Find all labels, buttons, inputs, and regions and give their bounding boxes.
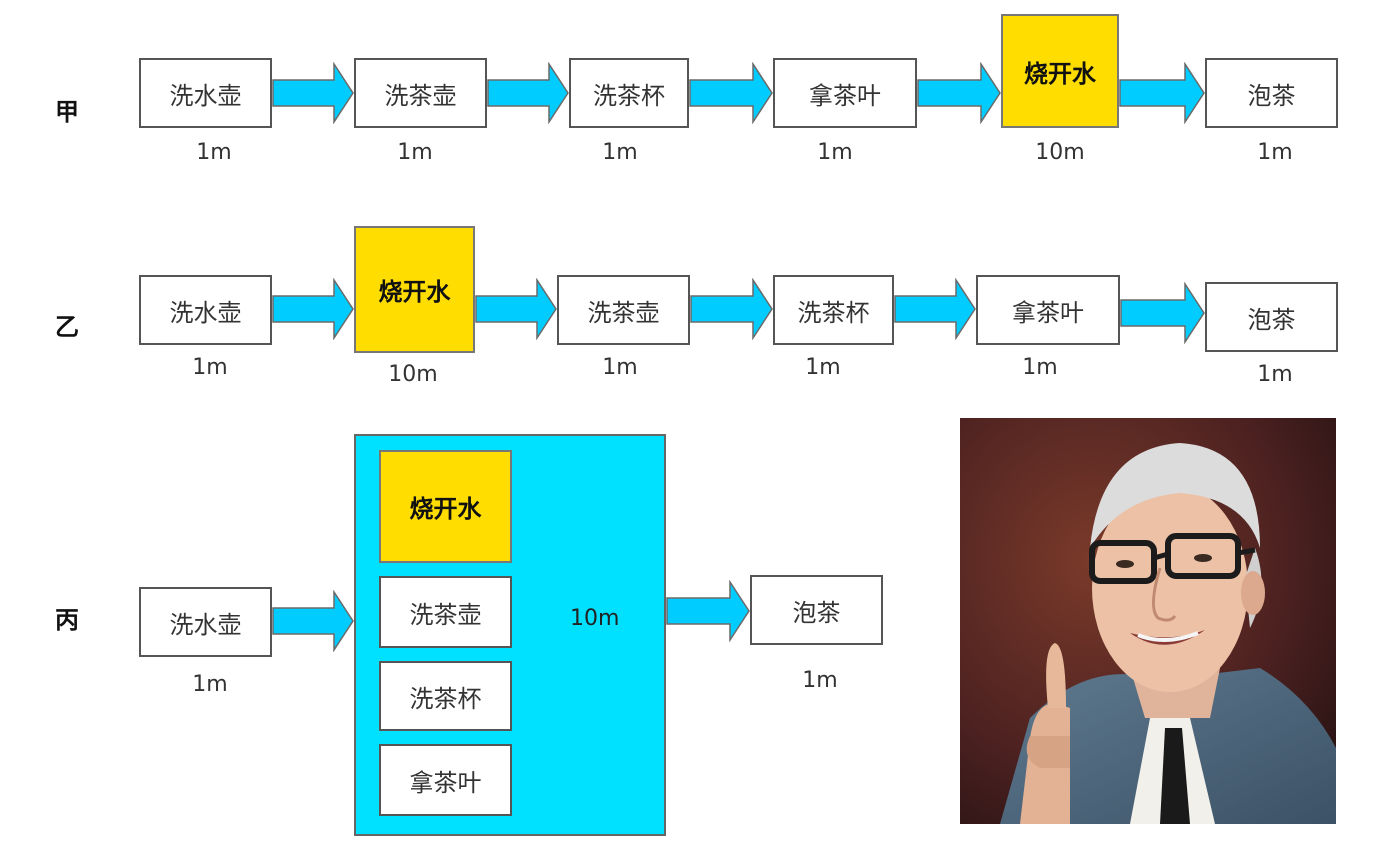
jia-step-duration: 1m [196,140,232,165]
arrow-icon [475,278,557,340]
arrow-icon [894,278,976,340]
arrow-icon [1119,62,1205,124]
bing-step-wash-kettle: 洗水壶 [139,587,272,657]
yi-step-brew-tea: 泡茶 [1205,282,1338,352]
yi-step-wash-cups: 洗茶杯 [773,275,894,345]
yi-step-wash-teapot: 洗茶壶 [557,275,690,345]
yi-step-wash-kettle: 洗水壶 [139,275,272,345]
row-label-jia: 甲 [55,98,79,126]
jia-step-boil-water: 烧开水 [1001,14,1119,128]
arrow-icon [689,62,773,124]
jia-step-wash-kettle: 洗水壶 [139,58,272,128]
jia-step-duration: 1m [602,140,638,165]
jia-step-wash-teapot: 洗茶壶 [354,58,487,128]
bing-parallel-group: 烧开水 洗茶壶 洗茶杯 拿茶叶 10m [354,434,666,836]
jia-step-wash-cups: 洗茶杯 [569,58,689,128]
jia-step-brew-tea: 泡茶 [1205,58,1338,128]
yi-step-duration: 1m [1257,362,1293,387]
arrow-icon [1120,282,1205,344]
bing-step-wash-cups: 洗茶杯 [379,661,512,731]
bing-step-wash-teapot: 洗茶壶 [379,576,512,648]
yi-step-duration: 1m [1022,355,1058,380]
portrait-photo-icon [960,418,1336,824]
arrow-icon [272,278,354,340]
jia-step-duration: 10m [1035,140,1085,165]
row-label-yi: 乙 [55,313,79,341]
yi-step-get-tea: 拿茶叶 [976,275,1120,345]
arrow-icon [272,62,354,124]
jia-step-duration: 1m [1257,140,1293,165]
yi-step-duration: 10m [388,362,438,387]
arrow-icon [487,62,569,124]
arrow-icon [690,278,773,340]
jia-step-duration: 1m [817,140,853,165]
jia-step-duration: 1m [397,140,433,165]
yi-step-duration: 1m [805,355,841,380]
bing-step-duration: 1m [802,668,838,693]
bing-step-brew-tea: 泡茶 [750,575,883,645]
bing-step-boil-water: 烧开水 [379,450,512,563]
bing-step-get-tea: 拿茶叶 [379,744,512,816]
yi-step-duration: 1m [192,355,228,380]
yi-step-boil-water: 烧开水 [354,226,475,353]
bing-parallel-duration: 10m [570,606,620,631]
arrow-icon [272,590,354,652]
arrow-icon [666,580,750,642]
row-label-bing: 丙 [55,606,79,634]
arrow-icon [917,62,1001,124]
portrait-photo [960,418,1336,824]
bing-step-duration: 1m [192,672,228,697]
yi-step-duration: 1m [602,355,638,380]
jia-step-get-tea: 拿茶叶 [773,58,917,128]
